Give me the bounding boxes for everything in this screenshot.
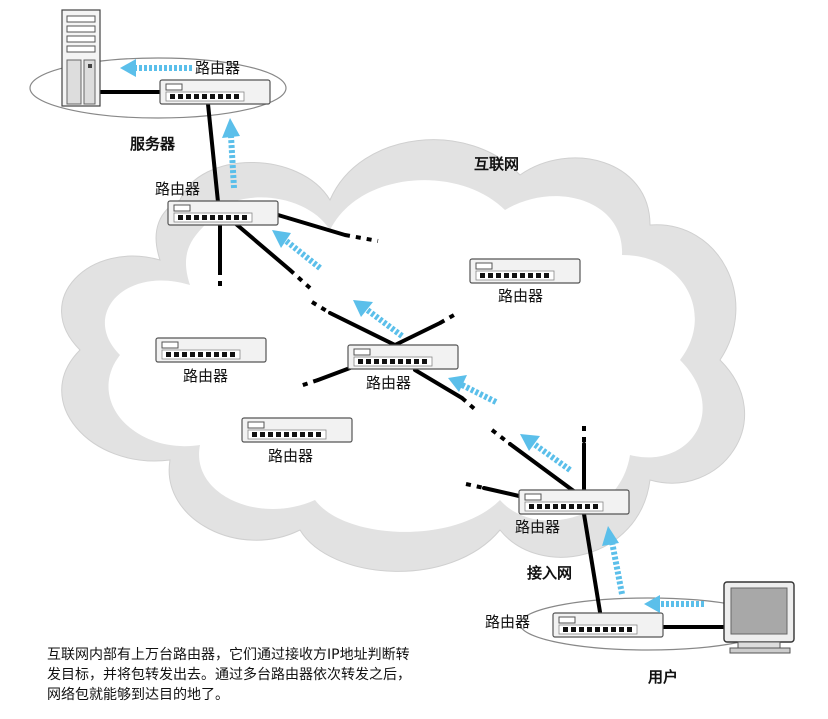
network-cables — [98, 90, 730, 629]
router-icon — [241, 417, 353, 443]
internet-label: 互联网 — [474, 155, 519, 173]
router-label: 路由器 — [155, 180, 200, 198]
router-icon — [552, 612, 664, 638]
router-label: 路由器 — [498, 287, 543, 305]
user-label: 用户 — [648, 668, 678, 686]
router-label: 路由器 — [485, 613, 530, 631]
server-label: 服务器 — [130, 135, 176, 153]
diagram-caption: 互联网内部有上万台路由器，它们通过接收方IP地址判断转 发目标，并将包转发出去。… — [47, 645, 527, 705]
router-icon — [159, 79, 271, 105]
router-icon — [347, 344, 459, 370]
router-label: 路由器 — [195, 59, 240, 77]
caption-line: 互联网内部有上万台路由器，它们通过接收方IP地址判断转 — [47, 647, 410, 663]
router-icon — [469, 258, 581, 284]
router-icon — [518, 489, 630, 515]
access-network-label: 接入网 — [527, 564, 572, 582]
cable-continuations — [218, 233, 586, 490]
caption-line: 发目标，并将包转发出去。通过多台路由器依次转发之后， — [47, 667, 411, 683]
server-site-ellipse — [29, 57, 287, 119]
caption-line: 网络包就能够到达目的地了。 — [47, 687, 229, 703]
monitor-icon — [723, 581, 795, 654]
packet-arrows — [136, 65, 704, 607]
router-label: 路由器 — [515, 518, 560, 536]
router-icon — [155, 337, 267, 363]
router-icon — [167, 200, 279, 226]
router-label: 路由器 — [268, 447, 313, 465]
server-tower-icon — [61, 9, 101, 107]
packet-arrow-icon — [120, 59, 660, 613]
router-label: 路由器 — [366, 374, 411, 392]
router-label: 路由器 — [183, 367, 228, 385]
